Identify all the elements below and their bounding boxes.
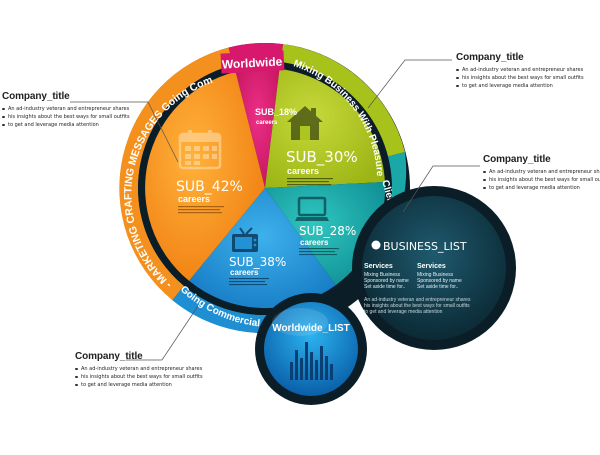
business-list-title: BUSINESS_LIST: [383, 240, 467, 253]
segment-blue-title: SUB_38%: [229, 255, 286, 269]
callout-title: Company_title: [75, 351, 143, 362]
callout-title: Company_title: [456, 52, 524, 63]
laptop-icon: [295, 196, 329, 221]
segment-teal-subtitle: careers: [300, 238, 329, 247]
segment-orange-title: SUB_42%: [176, 179, 243, 195]
business-description: An ad-industry veteran and entrepreneur …: [364, 297, 471, 303]
business-description: his insights about the best ways for sma…: [364, 303, 470, 309]
callout-line: his insights about the best ways for sma…: [2, 113, 130, 121]
segment-green-subtitle: careers: [287, 166, 319, 176]
worldwide-list-bar: [290, 362, 293, 380]
bottom-arc-band: [172, 285, 272, 334]
worldwide-list-bar: [315, 360, 318, 380]
worldwide-list-bar: [310, 352, 313, 380]
right-arc-band: [280, 44, 405, 157]
pie-segment-orange: [145, 71, 265, 281]
worldwide-list-bar: [330, 364, 333, 380]
segment-magenta-title: SUB_18%: [255, 107, 297, 117]
callout-line: to get and leverage media attention: [456, 82, 584, 90]
calendar-icon: [178, 130, 222, 170]
business-col1-item: Mixing Business: [364, 272, 401, 278]
pie-segment-blue: [189, 188, 336, 309]
pie-segment-green: [265, 68, 385, 188]
business-col1-item: Sponsored by name: [364, 278, 409, 284]
business-description: to get and leverage media attention: [364, 309, 443, 315]
callout-line: to get and leverage media attention: [75, 381, 203, 389]
tv-icon: [232, 227, 258, 252]
segment-blue-subtitle: careers: [230, 268, 259, 277]
connector-left: [70, 101, 179, 163]
connector-top-right: [367, 59, 452, 109]
connector-mid-right: [402, 165, 480, 213]
segment-teal-title: SUB_28%: [299, 224, 356, 238]
business-list-circle: [362, 196, 506, 340]
worldwide-list-bar: [305, 342, 308, 380]
business-col2-item: Sponsored by name: [417, 278, 462, 284]
callout-title: Company_title: [483, 154, 551, 165]
house-icon: [287, 106, 323, 140]
callout-line: An ad-industry veteran and entrepreneur …: [456, 66, 584, 74]
callout-line: his insights about the best ways for sma…: [483, 176, 600, 184]
connector-bottom: [126, 305, 199, 361]
callout-title: Company_title: [2, 91, 70, 102]
callout-line: his insights about the best ways for sma…: [75, 373, 203, 381]
business-list-bullet: [371, 240, 381, 250]
callout-line: An ad-industry veteran and entrepreneur …: [75, 365, 203, 373]
business-col2-item: Set aside time for..: [417, 284, 458, 290]
worldwide-list-bars: [290, 342, 333, 380]
callout-top-right: Company_title An ad-industry veteran and…: [456, 52, 584, 90]
business-col1-item: Set aside time for..: [364, 284, 405, 290]
pie-segment-magenta: [235, 68, 280, 188]
worldwide-list-bar: [300, 358, 303, 380]
worldwide-list-bar: [325, 356, 328, 380]
segment-magenta-subtitle: careers: [256, 120, 278, 126]
callout-line: to get and leverage media attention: [483, 184, 600, 192]
worldwide-badge: [220, 50, 285, 74]
worldwide-list-title: Worldwide_LIST: [272, 323, 350, 334]
segment-orange-subtitle: careers: [178, 194, 210, 204]
callout-line: An ad-industry veteran and entrepreneur …: [483, 168, 600, 176]
business-col2-item: Mixing Business: [417, 272, 454, 278]
callout-mid-right: Company_title An ad-industry veteran and…: [483, 154, 600, 192]
business-col1-header: Services: [364, 263, 393, 270]
business-col2-header: Services: [417, 263, 446, 270]
segment-green-title: SUB_30%: [286, 148, 358, 167]
callout-bottom: Company_title An ad-industry veteran and…: [75, 351, 203, 389]
callout-line: his insights about the best ways for sma…: [456, 74, 584, 82]
callout-line: to get and leverage media attention: [2, 121, 130, 129]
callout-line: An ad-industry veteran and entrepreneur …: [2, 105, 130, 113]
worldwide-list-circle: [264, 302, 358, 396]
callout-left: Company_title An ad-industry veteran and…: [2, 91, 130, 129]
worldwide-list-bar: [320, 346, 323, 380]
worldwide-label: Worldwide: [222, 54, 283, 71]
worldwide-list-bar: [295, 350, 298, 380]
left-arc-band: [119, 47, 234, 301]
